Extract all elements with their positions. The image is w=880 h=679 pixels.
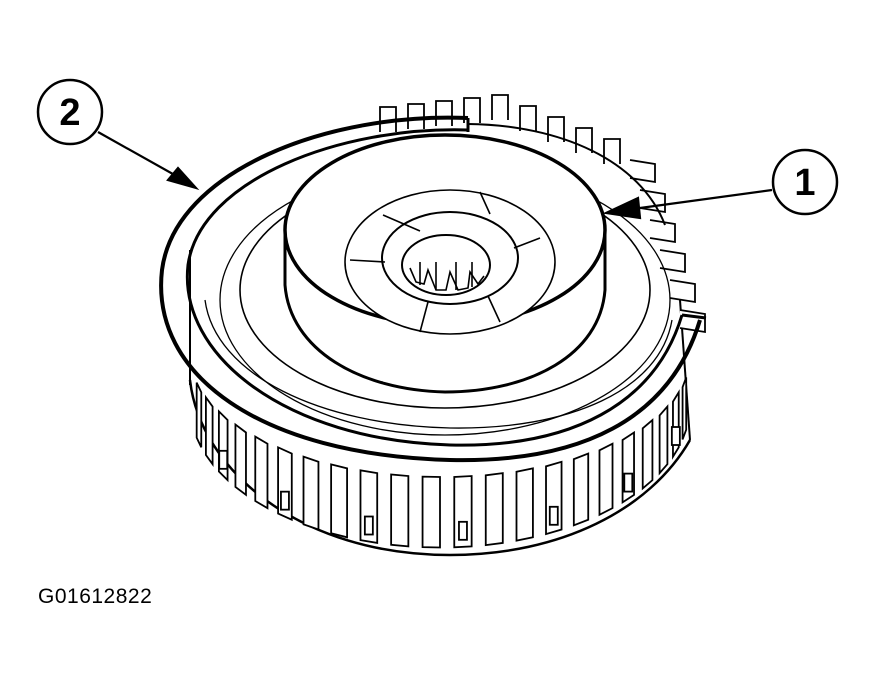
back-spline-tooth (575, 127, 593, 153)
spline-slot (670, 426, 681, 446)
spline-slot (623, 472, 634, 493)
leader-lines (97, 131, 773, 220)
back-spline-tooth (491, 94, 509, 120)
spline-tooth (641, 418, 654, 491)
spline-slot (548, 505, 559, 526)
splined-bore (401, 234, 491, 296)
spline-tooth (658, 404, 669, 476)
spline-tooth (254, 435, 269, 510)
side-spline-tooth (659, 249, 686, 274)
side-spline-tooth (649, 219, 676, 244)
back-spline-tooth (435, 100, 453, 126)
spline-tooth (195, 382, 203, 448)
outer-band (159, 115, 707, 463)
spline-slot (363, 515, 374, 536)
drum-splines (195, 377, 688, 549)
side-spline-tooth (629, 159, 656, 184)
callout-2-label: 2 (59, 92, 80, 134)
spline-tooth (598, 442, 614, 517)
spline-tooth (217, 409, 229, 483)
spline-tooth (390, 473, 410, 548)
spline-tooth (572, 452, 590, 527)
callout-2: 2 (36, 78, 104, 146)
spline-tooth (515, 467, 534, 542)
spline-slot (458, 520, 468, 541)
spline-tooth (234, 422, 247, 497)
callout-1-label: 1 (794, 162, 815, 204)
back-spline-tooth (603, 138, 621, 164)
spline-tooth (672, 389, 680, 460)
side-spline-tooth (669, 279, 696, 304)
spline-tooth (421, 475, 441, 549)
spline-tooth (205, 394, 214, 467)
spline-tooth (330, 463, 348, 539)
back-splines (379, 94, 706, 334)
figure-id: G01612822 (38, 585, 153, 608)
spline-slot (218, 449, 229, 470)
spline-tooth (484, 472, 504, 547)
callout-1: 1 (771, 148, 839, 216)
spline-tooth (302, 455, 320, 531)
back-spline-tooth (519, 105, 537, 131)
spline-slot (280, 490, 290, 511)
spline-tooth (681, 377, 688, 440)
